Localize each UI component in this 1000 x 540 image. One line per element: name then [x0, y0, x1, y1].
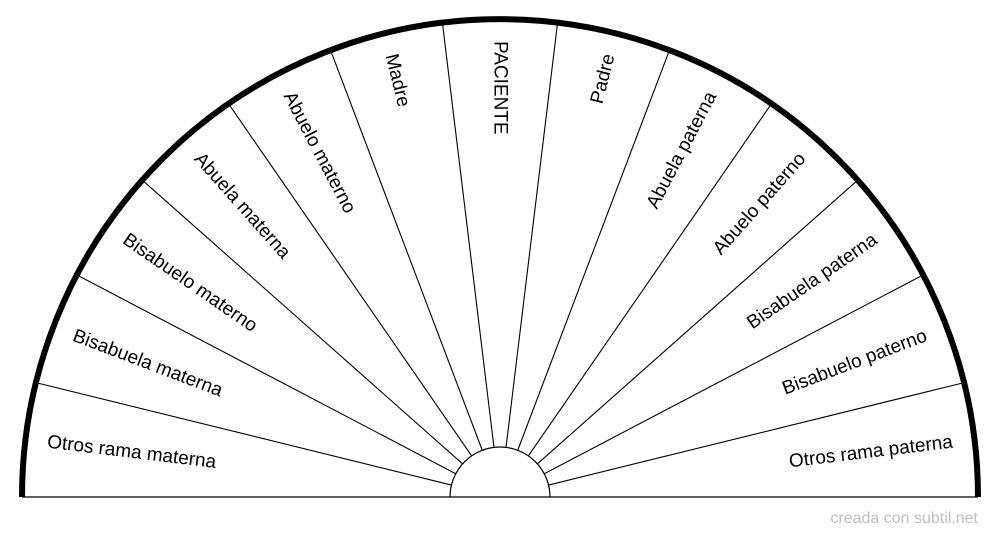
segment-dividers	[35, 22, 965, 486]
segment-divider	[505, 22, 559, 448]
segment-label: Bisabuela paterna	[743, 229, 881, 334]
segment-divider	[544, 274, 924, 475]
center-semicircle	[449, 446, 551, 498]
segment-label: Otros rama materna	[46, 432, 218, 473]
segment-label: Madre	[381, 52, 414, 109]
segment-label: Otros rama paterna	[788, 432, 954, 473]
segment-divider	[35, 382, 452, 486]
segment-label: Abuelo materno	[279, 88, 360, 217]
segment-divider	[141, 179, 463, 465]
segment-divider	[228, 103, 473, 457]
segment-divider	[517, 49, 671, 451]
credit-text: creada con subtil.net	[830, 510, 978, 527]
segment-label: Padre	[587, 52, 620, 106]
segment-label: Bisabuelo materno	[119, 229, 261, 336]
segment-divider	[527, 103, 772, 457]
segment-divider	[76, 274, 456, 475]
segment-label: Abuela materna	[190, 149, 295, 264]
segment-label: Abuelo paterno	[709, 149, 810, 259]
segment-label: Bisabuela materna	[70, 325, 226, 401]
segment-label: PACIENTE	[490, 41, 511, 135]
segment-divider	[329, 49, 483, 451]
segment-divider	[441, 22, 495, 448]
outer-arc-border	[19, 16, 981, 498]
segment-divider	[537, 179, 859, 465]
segment-label: Bisabuelo paterno	[779, 325, 930, 399]
segment-divider	[548, 382, 965, 486]
